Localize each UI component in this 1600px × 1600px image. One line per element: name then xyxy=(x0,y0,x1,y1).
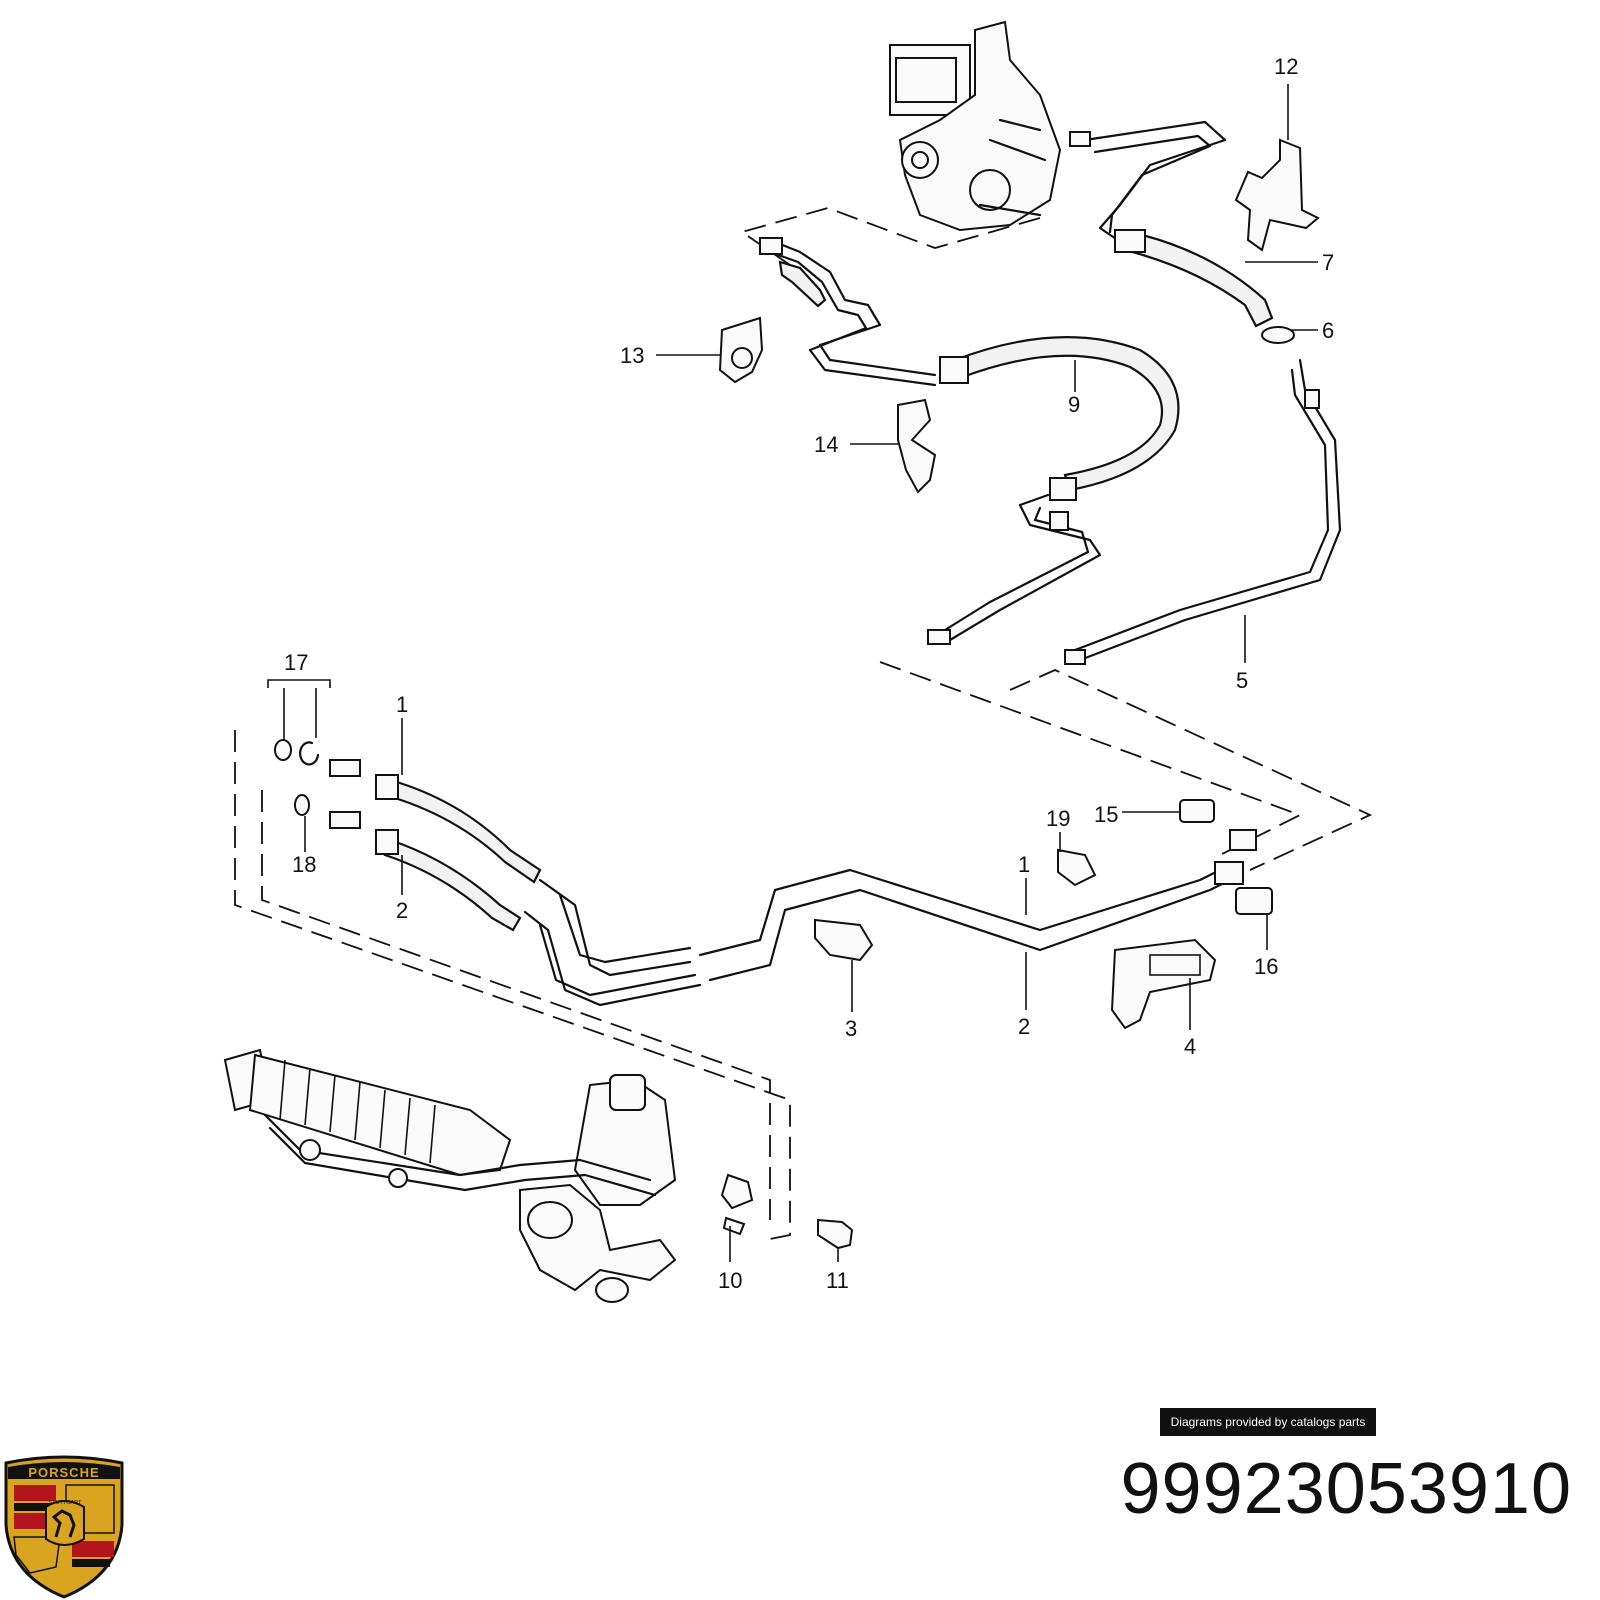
leader-lines xyxy=(283,84,1318,1262)
logo-wordmark: PORSCHE xyxy=(28,1465,99,1480)
callout-7: 7 xyxy=(1322,250,1334,275)
part-number: 99923053910 xyxy=(1120,1449,1572,1529)
callout-1-line: 1 xyxy=(1018,852,1030,877)
logo-city: STUTTGART xyxy=(49,1500,83,1506)
callout-9: 9 xyxy=(1068,392,1080,417)
callout-5: 5 xyxy=(1236,668,1248,693)
callout-12: 12 xyxy=(1274,54,1298,79)
callout-13: 13 xyxy=(620,343,644,368)
callout-4: 4 xyxy=(1184,1034,1196,1059)
brackets-and-fittings xyxy=(267,138,1320,1250)
power-steering-pump xyxy=(889,20,1062,232)
callout-labels: 12 7 6 13 9 14 5 17 1 18 2 19 15 1 16 3 … xyxy=(284,54,1334,1293)
assembly-dashed-lines xyxy=(234,207,1373,1241)
callout-2-lower-hose: 2 xyxy=(396,898,408,923)
callout-3: 3 xyxy=(845,1016,857,1041)
callout-14: 14 xyxy=(814,432,838,457)
diagram-credit-badge: Diagrams provided by catalogs parts xyxy=(1160,1408,1376,1436)
callout-2-line: 2 xyxy=(1018,1014,1030,1039)
hose-lines xyxy=(329,120,1342,1007)
callout-18: 18 xyxy=(292,852,316,877)
steering-rack xyxy=(223,1048,677,1303)
callout-6: 6 xyxy=(1322,318,1334,343)
callout-15: 15 xyxy=(1094,802,1118,827)
callout-10: 10 xyxy=(718,1268,742,1293)
callout-1-upper-hose: 1 xyxy=(396,692,408,717)
callout-16: 16 xyxy=(1254,954,1278,979)
callout-11: 11 xyxy=(826,1268,849,1293)
callout-17: 17 xyxy=(284,650,308,675)
callout-19: 19 xyxy=(1046,806,1070,831)
porsche-crest-logo: PORSCHE STUTTGART xyxy=(4,1455,124,1599)
